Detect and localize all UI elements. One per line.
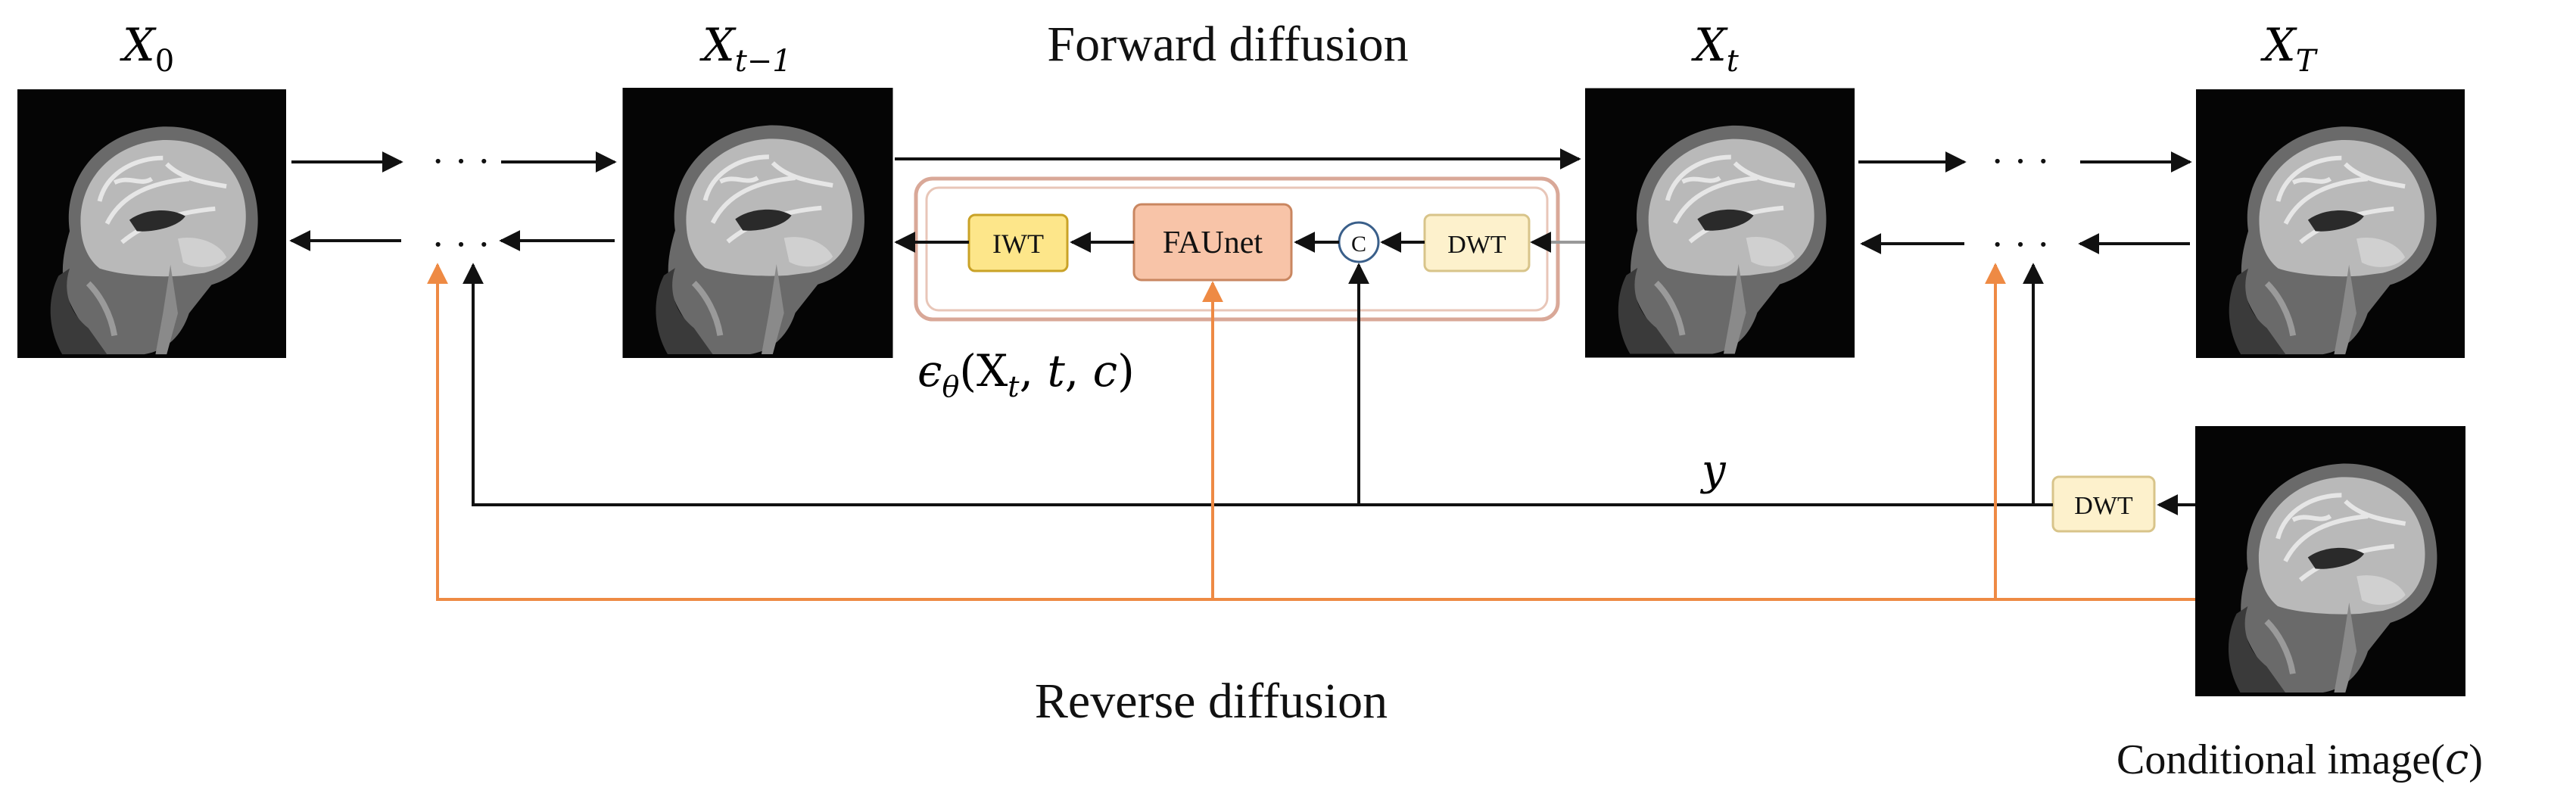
- dwt-inner-block: DWT: [1423, 213, 1531, 272]
- iwt-block: IWT: [967, 213, 1069, 272]
- forward-diffusion-label: Forward diffusion: [1047, 17, 1408, 72]
- conditional-routing: [427, 263, 2195, 601]
- y-routing: [463, 263, 2053, 506]
- label-x0: X0: [120, 19, 174, 79]
- concat-label: C: [1351, 232, 1366, 257]
- ellipsis-bottom-right: · · ·: [1991, 223, 2050, 266]
- label-xt-minus-1: Xt−1: [699, 19, 792, 79]
- faunet-block: FAUnet: [1132, 203, 1293, 282]
- faunet-label: FAUnet: [1163, 226, 1263, 260]
- ellipsis-top-right: · · ·: [1991, 140, 2050, 183]
- ellipsis-top-left: · · ·: [431, 140, 491, 183]
- dwt-outer-block: DWT: [2051, 475, 2156, 533]
- concat-node: C: [1338, 221, 1380, 263]
- epsilon-label: ϵθ(Xt, t, c): [917, 345, 1135, 403]
- conditional-image-label: Conditional image(c): [2117, 735, 2483, 784]
- label-xT: XT: [2260, 19, 2319, 79]
- label-xt: Xt: [1691, 19, 1740, 79]
- ellipsis-bottom-left: · · ·: [431, 223, 491, 266]
- forward-arrows: [291, 148, 2192, 173]
- iwt-label: IWT: [992, 229, 1044, 259]
- y-path-to-left-dots: [463, 263, 2053, 506]
- mri-image-xT: [2196, 89, 2465, 358]
- dwt-outer-label: DWT: [2074, 492, 2133, 520]
- mri-image-x0: [17, 89, 286, 358]
- reverse-diffusion-label: Reverse diffusion: [1035, 674, 1388, 729]
- mri-image-xt-minus-1: [623, 88, 893, 358]
- y-label: y: [1699, 446, 1727, 495]
- mri-image-xt: [1585, 89, 1855, 358]
- reverse-arrows: [289, 230, 2190, 254]
- mri-image-conditional: [2195, 426, 2465, 696]
- dwt-inner-label: DWT: [1447, 231, 1506, 259]
- c-path-to-left-dots: [427, 263, 2195, 601]
